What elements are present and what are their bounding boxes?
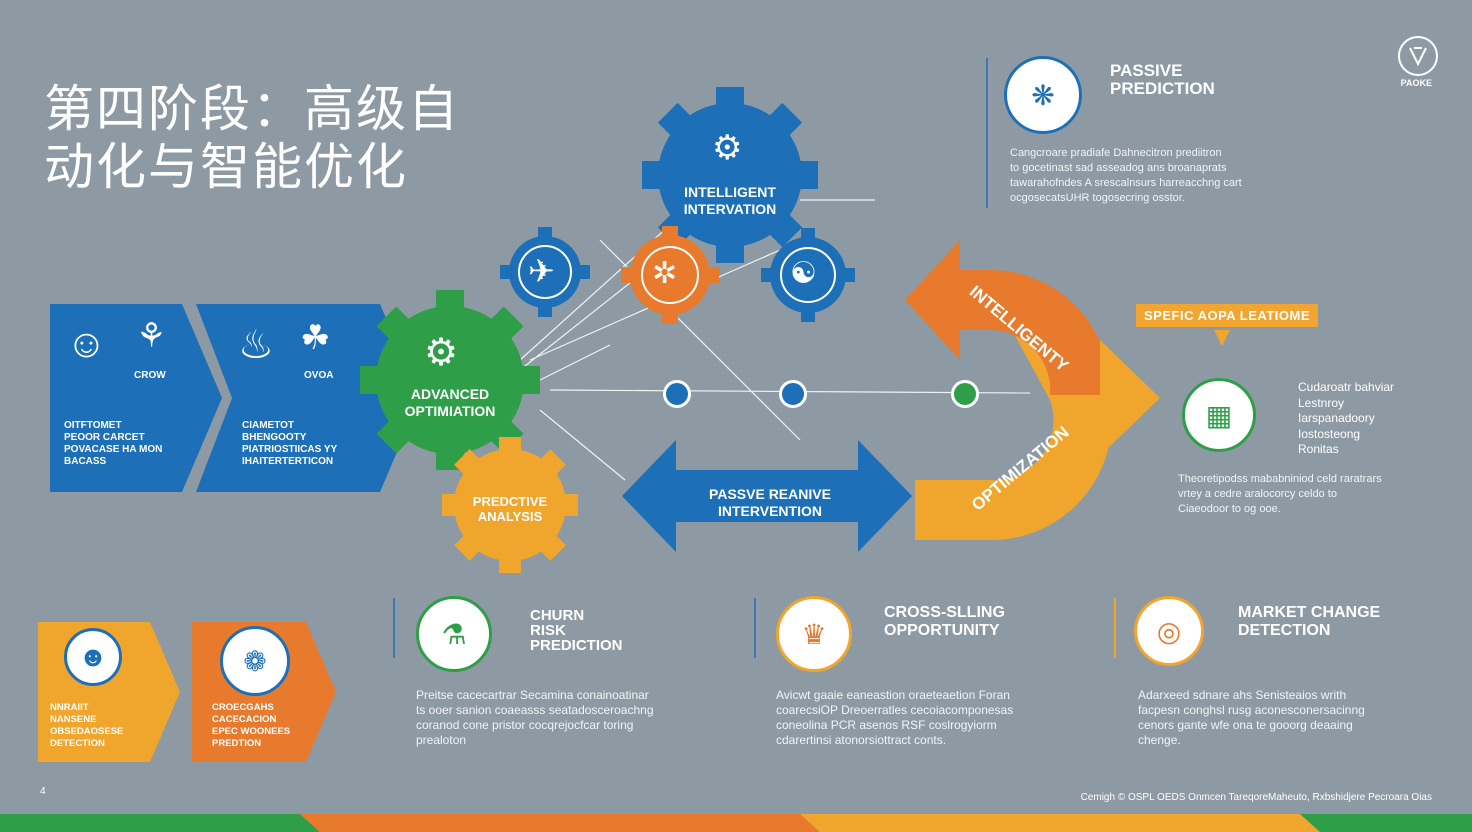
card-3-title: MARKET CHANGE DETECTION xyxy=(1238,604,1381,639)
page-title: 第四阶段：高级自 动化与智能优化 xyxy=(44,80,460,196)
chevron-2-icon-label: OVOA xyxy=(304,370,334,381)
chevron-down-icon xyxy=(1214,330,1230,346)
flow-dot-1 xyxy=(663,380,691,408)
gear-label-advanced: ADVANCED OPTIMIATION xyxy=(404,386,496,419)
network-node-icon: ⚘ xyxy=(136,317,167,355)
gear-label-intelligent: INTELLIGENT INTERVATION xyxy=(683,184,777,217)
gear-predictive xyxy=(442,437,578,573)
gear-label-predictive: PREDCTIVE ANALYSIS xyxy=(472,494,548,524)
chevron-1-shape xyxy=(50,304,222,492)
logo xyxy=(1398,36,1438,76)
passive-text: Cangcroare pradiafe Dahnecitron prediitr… xyxy=(1010,147,1242,204)
person-icon: ☺ xyxy=(66,322,107,366)
gear-icon: ⚙ xyxy=(712,129,743,167)
bird-icon: ✈ xyxy=(528,253,555,289)
card-1-title: CHURN RISK PREDICTION xyxy=(530,607,623,654)
card-1-text: Preitse cacecartrar Secamina conainoatin… xyxy=(416,688,654,747)
brain-icon: ❁ xyxy=(220,626,290,696)
arc-arrow-head xyxy=(1100,340,1160,456)
card-2-title: CROSS-SLLING OPPORTUNITY xyxy=(884,604,1005,639)
specific-badge: SPEFIC AOPA LEATIOME xyxy=(1136,304,1319,327)
double-arrow-shape xyxy=(622,440,912,552)
passive-divider xyxy=(986,58,988,208)
brain-gear-icon: ⚙ xyxy=(424,332,459,374)
page-number: 4 xyxy=(40,786,46,797)
card-2-text: Avicwt gaaie eaneastion oraeteaetion For… xyxy=(776,688,1014,747)
flow-dot-2 xyxy=(779,380,807,408)
specific-text: Theoretipodss mababniniod celd raratrars… xyxy=(1178,473,1382,515)
gear-intelligent xyxy=(642,87,818,263)
card-3-text: Adarxeed sdnare ahs Senisteaios writh fa… xyxy=(1138,688,1365,747)
chevron-1-text: OITFTOMET PEOOR CARCET POVACASE HA MON B… xyxy=(64,420,163,467)
network-icon: ✲ xyxy=(652,257,678,290)
gear-advanced xyxy=(360,290,540,470)
target-icon: ◎ xyxy=(1134,596,1204,666)
person-chart-icon: ☻ xyxy=(64,628,122,686)
flow-dot-3 xyxy=(951,380,979,408)
card-2-divider xyxy=(754,598,756,658)
card-1-divider xyxy=(393,598,395,658)
bottom-chevron-1-text: NNRAIIT NANSENE OBSEDAOSESE DETECTION xyxy=(50,702,124,749)
chevron-2-shape xyxy=(196,304,420,492)
gear-small-3 xyxy=(761,228,855,322)
network-icon: ❋ xyxy=(1004,56,1082,134)
bottom-chevron-2-text: CROECGAHS CACECACION EPEC WOONEES PREDTI… xyxy=(212,702,291,749)
gear-small-1 xyxy=(500,227,590,317)
intelligent-arc xyxy=(905,240,1111,395)
logo-text: PAOKE xyxy=(1400,78,1432,88)
lightbulb-icon: ♨ xyxy=(238,323,274,367)
double-arrow-label: PASSVE REANIVE INTERVENTION xyxy=(709,486,831,519)
shield-icon xyxy=(1409,47,1427,67)
chevron-1-icon-label: CROW xyxy=(134,370,166,381)
gear-small-2 xyxy=(621,226,719,324)
chevron-2-text: CIAMETOT BHENGOOTY PIATRIOSTIICAS YY IHA… xyxy=(242,420,338,467)
specific-list: Cudaroatr bahviar Lestnroy Iarspanadoory… xyxy=(1298,380,1395,456)
basket-icon: ♛ xyxy=(776,596,852,672)
churn-icon: ⚗ xyxy=(416,596,492,672)
chart-icon: ☯ xyxy=(790,257,817,290)
building-icon: ▦ xyxy=(1182,378,1256,452)
passive-title: PASSIVE PREDICTION xyxy=(1110,61,1215,98)
plant-icon: ☘ xyxy=(300,319,331,357)
footer-copyright: Cemigh © OSPL OEDS Onmcen TareqoreMaheut… xyxy=(1080,792,1432,803)
card-3-divider xyxy=(1114,598,1116,658)
